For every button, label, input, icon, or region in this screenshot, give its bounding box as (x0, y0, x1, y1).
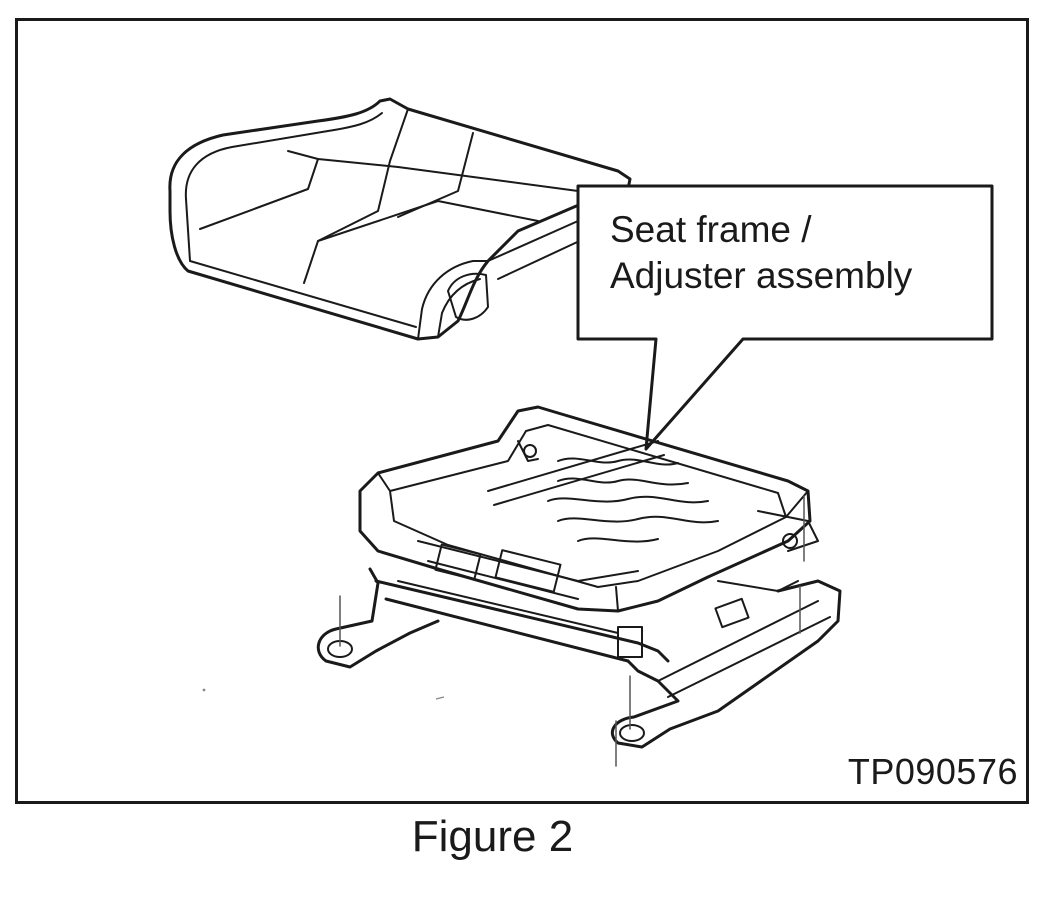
seat-frame-drawing (316, 405, 842, 767)
callout-line-2: Adjuster assembly (610, 255, 913, 296)
callout-line-1: Seat frame / (610, 209, 812, 250)
callout-label: Seat frame / Adjuster assembly (610, 207, 990, 299)
figure-frame: Seat frame / Adjuster assembly TP090576 (15, 18, 1029, 804)
part-number-label: TP090576 (847, 751, 1018, 792)
figure-caption: Figure 2 (411, 812, 574, 861)
callout-box (576, 184, 994, 451)
seat-illustration (168, 97, 994, 767)
scan-speck (202, 688, 206, 692)
seat-cushion-drawing (168, 97, 632, 341)
scan-speck (435, 696, 445, 700)
